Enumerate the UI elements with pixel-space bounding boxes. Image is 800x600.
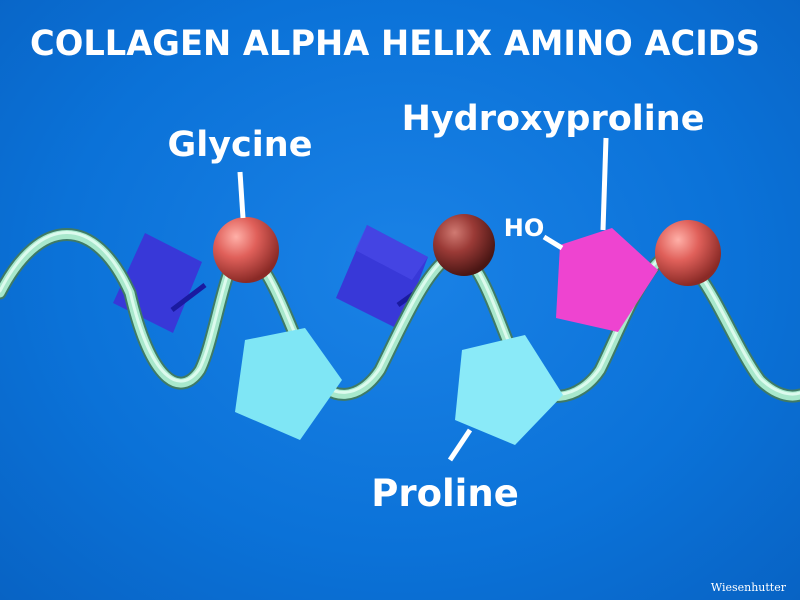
glycine-label: Glycine (168, 125, 313, 165)
hydroxyl-bond (542, 234, 564, 251)
proline-pointer (447, 428, 473, 462)
diagram-title: COLLAGEN ALPHA HELIX AMINO ACIDS (30, 24, 760, 64)
glycine-pointer (237, 171, 246, 219)
hydroxyl-group-label: HO (504, 214, 545, 242)
proline-pentagon-1 (235, 328, 342, 440)
hydroxyproline-sphere (433, 214, 495, 276)
hydroxyproline-pointer (600, 137, 609, 231)
proline-pentagon-2 (455, 335, 563, 445)
hydroxyproline-label: Hydroxyproline (402, 99, 705, 139)
glycine-sphere-2 (655, 220, 721, 286)
credit-text: Wiesenhutter (711, 581, 787, 594)
hydroxyproline-pentagon (556, 228, 658, 332)
proline-label: Proline (371, 472, 519, 515)
glycine-sphere-1 (213, 217, 279, 283)
side-chain-square-2 (336, 225, 432, 330)
